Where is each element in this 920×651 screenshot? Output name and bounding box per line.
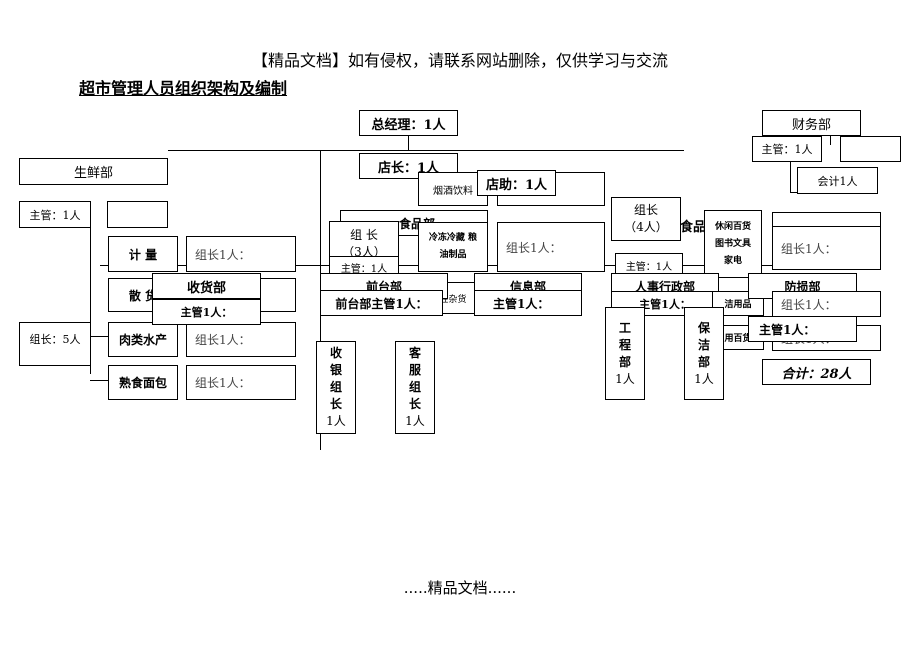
food-group-leader-count: （3人） [342,244,386,259]
cs-char: 组 [408,380,421,394]
connector-line [790,192,798,193]
store-assistant-box: 店助：1人 [477,170,556,196]
fresh-dept-box: 生鲜部 [19,158,168,185]
finance-supervisor-box: 主管：1人 [752,136,822,162]
deli-bakery-box: 熟食面包 [108,365,178,400]
empty-box [107,201,168,228]
engineering-count: 1人 [615,371,635,386]
food-group-leader-title: 组 长 [350,227,378,242]
group-leader-box: 组长1人： [186,236,296,272]
cs-char: 服 [408,363,421,377]
info-supervisor-box: 主管1人： [474,290,582,316]
connector-line [790,162,791,192]
group-leader-box: 组长1人： [497,222,605,272]
connector-line [90,214,91,374]
group-leader-box: 组长1人： [772,291,881,317]
meat-seafood-box: 肉类水产 [108,322,178,357]
receiving-dept-box: 收货部 [152,273,261,299]
cleaning-dept-box: 保 洁 部 1人 [684,307,724,400]
cs-char: 客 [408,346,421,360]
group-leader-box: 组长1人： [772,226,881,270]
accountant-box: 会计1人 [797,167,878,194]
frozen-grain-oil-box: 冷冻冷藏 粮 油制品 [418,222,488,272]
engineering-char: 程 [618,337,631,352]
nonfood-dept-label: 食品 [680,220,707,235]
weighing-box: 计 量 [108,236,178,272]
engineering-char: 工 [618,320,631,335]
cs-char: 长 [408,397,421,411]
connector-line [90,336,110,337]
frozen-line-2: 油制品 [439,250,467,260]
nonfood-leader-title: 组长 [633,203,658,217]
leisure-line: 家电 [723,255,742,266]
cashier-char: 长 [329,397,342,411]
cleaning-char: 部 [697,354,710,369]
cleaning-char: 洁 [697,337,710,352]
nonfood-group-leader-box: 组长 （4人） [611,197,681,241]
connector-line [830,130,831,145]
fresh-supervisor-box: 主管：1人 [19,201,91,228]
leisure-goods-box: 休闲百货 图书文具 家电 [704,210,762,278]
receiving-supervisor-box: 主管1人： [152,299,261,325]
engineering-dept-box: 工 程 部 1人 [605,307,645,400]
cashier-char: 组 [329,380,342,394]
group-leader-box: 组长1人： [186,365,296,400]
group-leader-box: 组长1人： [186,322,296,357]
engineering-char: 部 [618,354,631,369]
tobacco-box: 烟酒饮料 [418,172,488,206]
page-title: 超市管理人员组织架构及编制 [79,79,288,98]
cashier-char: 银 [329,363,342,377]
cs-count: 1人 [405,414,425,428]
cashier-leader-box: 收 银 组 长 1人 [316,341,356,434]
cleaning-count: 1人 [694,371,714,386]
leisure-line: 图书文具 [714,238,751,249]
empty-box [840,136,901,162]
connector-line [90,380,110,381]
cashier-count: 1人 [326,414,346,428]
leisure-line: 休闲百货 [714,221,751,232]
loss-prevention-supervisor-box: 主管1人： [748,316,857,342]
cleaning-char: 保 [697,320,710,335]
document-header: 【精品文档】如有侵权，请联系网站删除，仅供学习与交流 [251,51,668,70]
fresh-group-leaders-box: 组长：5人 [19,322,91,366]
cashier-char: 收 [329,346,342,360]
nonfood-leader-count: （4人） [624,220,668,234]
connector-line [168,150,684,151]
general-manager-box: 总经理：1人 [359,110,458,136]
frozen-line-1: 冷冻冷藏 粮 [428,233,478,243]
front-desk-supervisor-box: 前台部主管1人： [320,290,443,316]
connector-line [408,135,409,150]
document-footer: .....精品文档...... [403,579,517,597]
connector-line [100,265,880,266]
total-headcount-box: 合计：28人 [762,359,871,385]
finance-dept-box: 财务部 [762,110,861,136]
customer-service-leader-box: 客 服 组 长 1人 [395,341,435,434]
